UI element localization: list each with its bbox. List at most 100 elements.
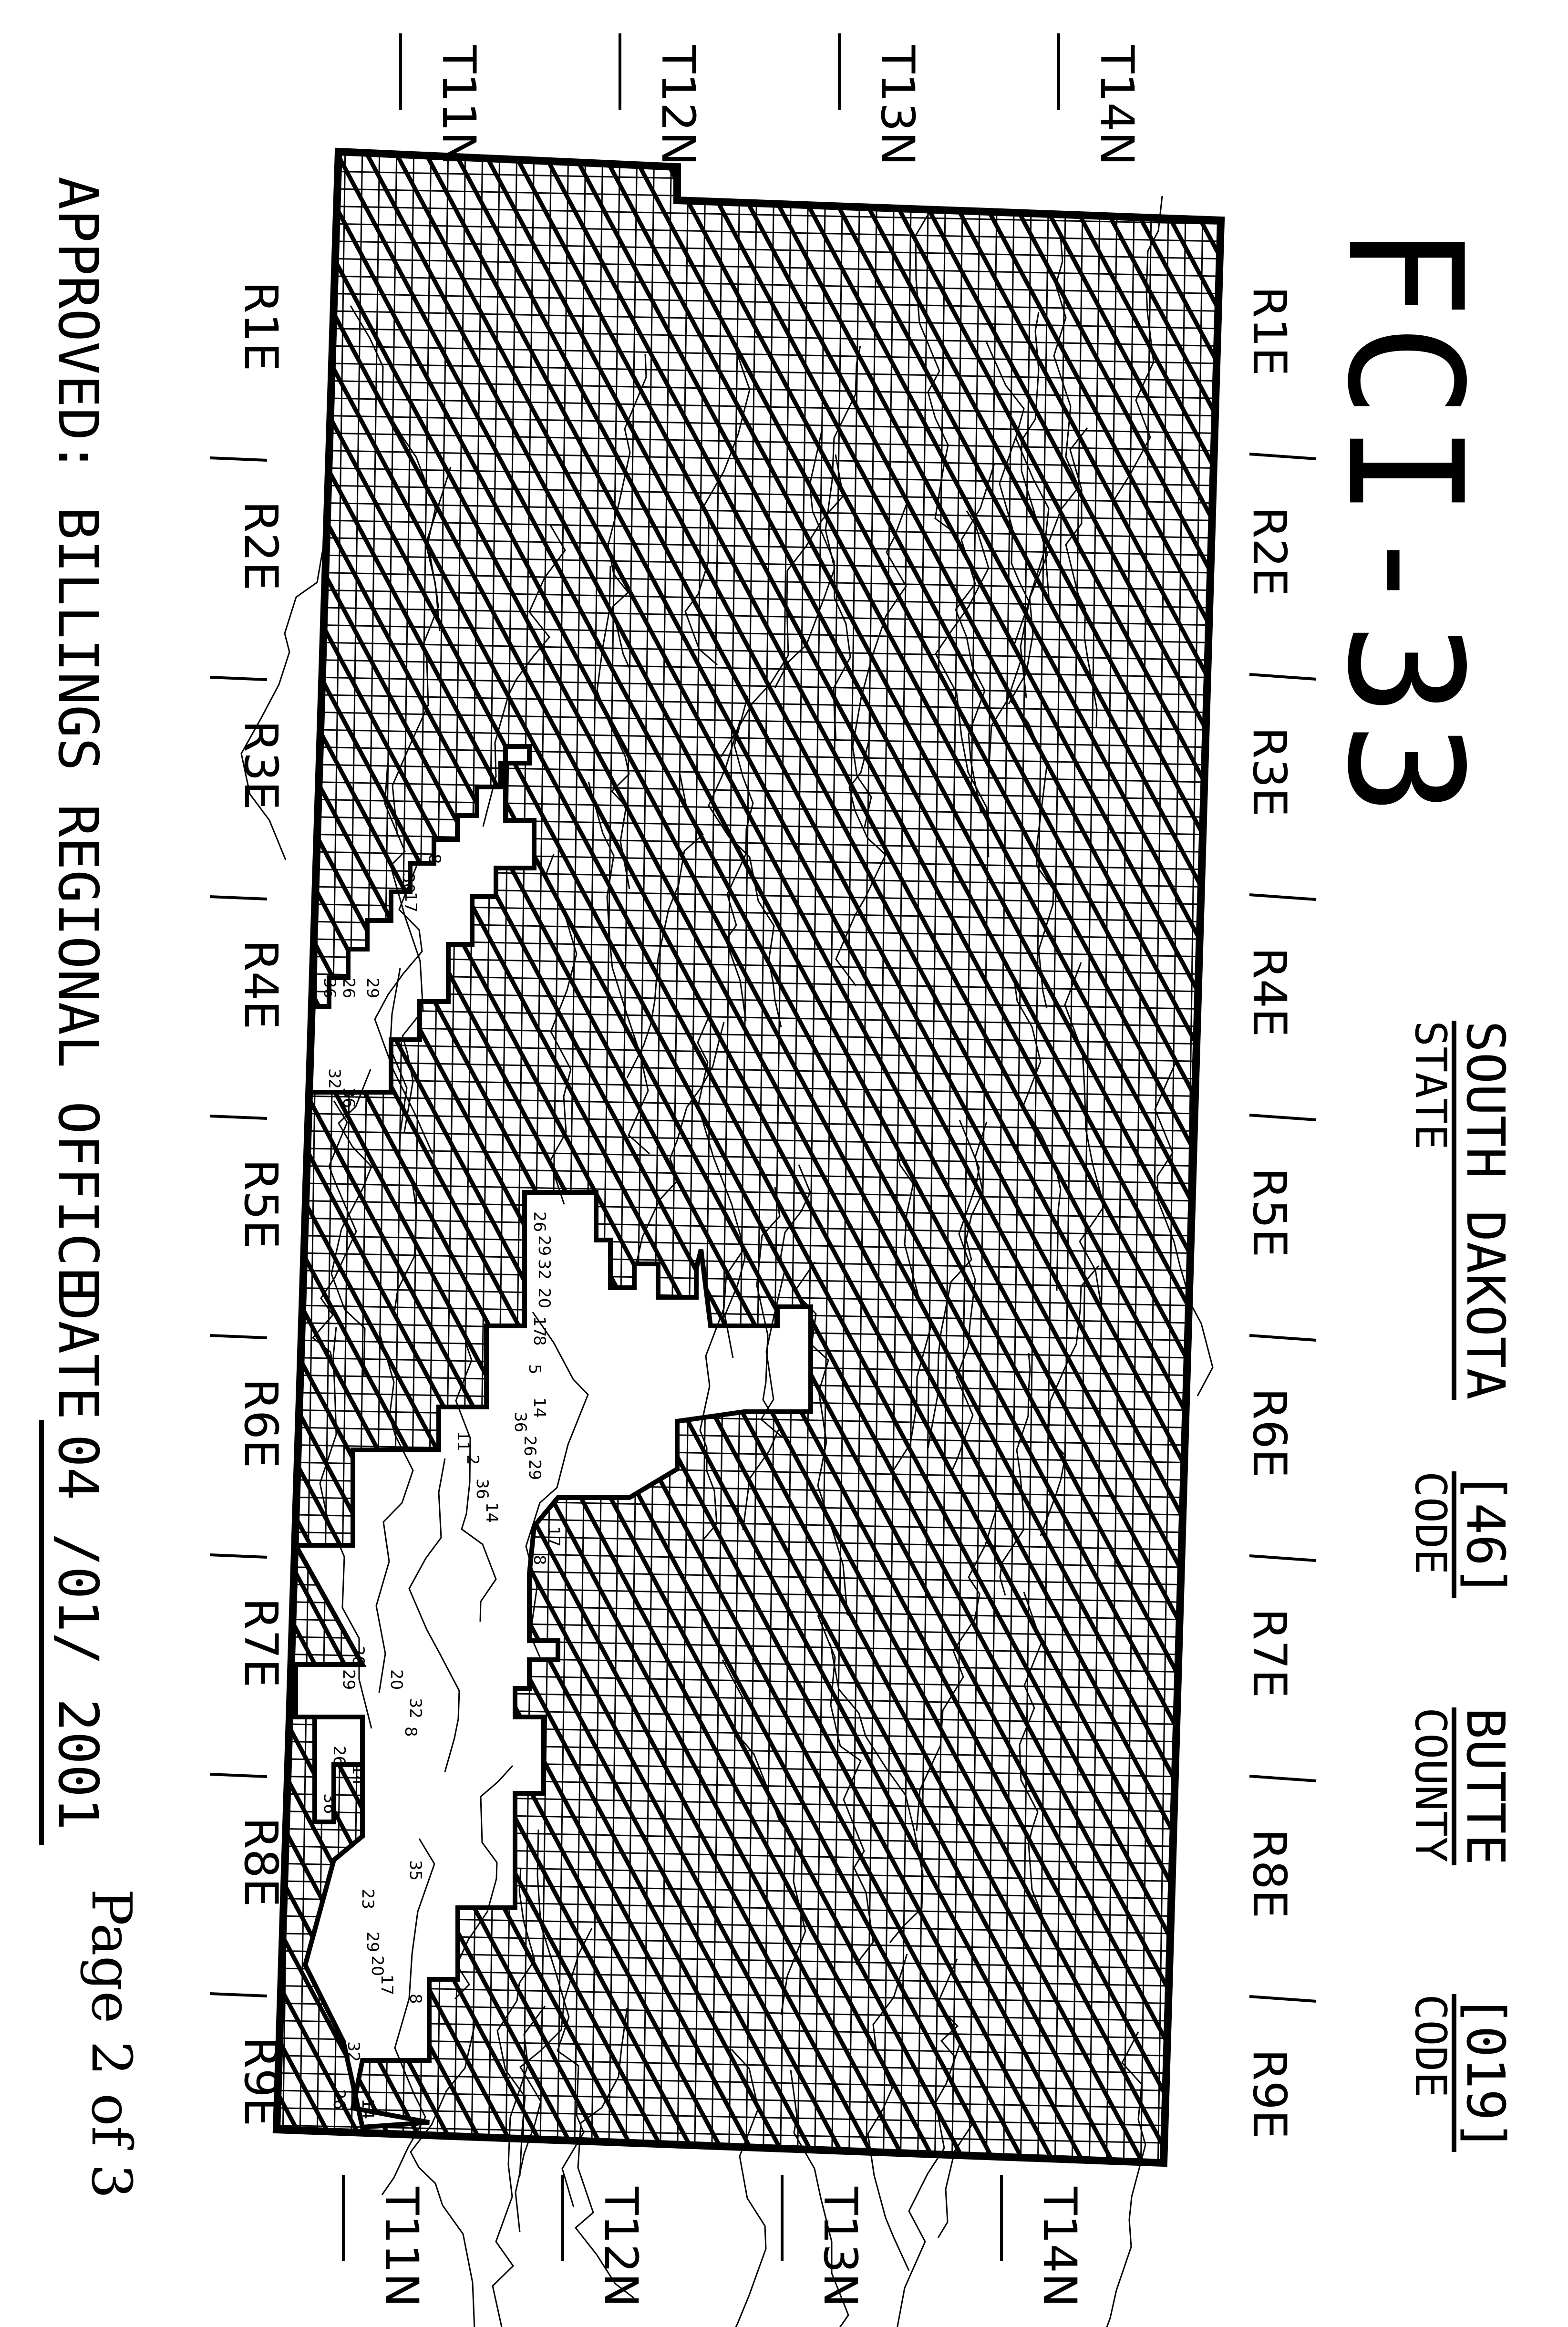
hatch-line <box>277 152 1157 2163</box>
grid-line <box>745 152 775 2163</box>
stream-line <box>897 2045 960 2327</box>
section-number: 20 <box>368 1955 387 1976</box>
section-number: 14 <box>482 1502 501 1523</box>
county-code-label: CODE <box>1405 1994 1455 2098</box>
stream-line <box>935 510 990 858</box>
hatch-line <box>277 152 1216 2163</box>
section-number: 17 <box>530 1316 549 1337</box>
hatch-line <box>334 152 1221 2163</box>
hatch-line <box>659 152 1221 2163</box>
grid-line <box>277 658 1221 679</box>
stream-line <box>936 1958 973 2238</box>
township-label-top: T13N <box>871 45 924 166</box>
page-number-text: Page 2 of 3 <box>79 1889 143 2199</box>
hatch-line <box>277 152 950 2163</box>
page-number: Page 2 of 3 <box>79 1889 143 2199</box>
stream-line <box>1010 700 1054 1009</box>
grid-line <box>951 152 981 2163</box>
section-number: 8 <box>401 1727 420 1737</box>
stream-line <box>408 1458 460 1772</box>
county-code: [019] <box>1452 1994 1516 2152</box>
grid-line <box>277 501 1221 522</box>
stream-line <box>915 208 955 534</box>
stream-line <box>950 1119 980 1474</box>
stream-line <box>999 1353 1031 1596</box>
stream-line <box>375 1331 414 1693</box>
stream-line <box>699 1251 743 1541</box>
stream-line <box>742 1187 781 1531</box>
section-number: 17 <box>544 1526 563 1547</box>
grid-line <box>277 606 1221 627</box>
hatch-line <box>718 152 1221 2163</box>
hatch-line <box>304 152 1221 2163</box>
hatch-line <box>277 152 920 2163</box>
range-tick <box>1249 1554 1317 1562</box>
hatch-line <box>277 152 832 2163</box>
county-header: BUTTE COUNTY [019] CODE <box>1405 1707 1516 2152</box>
hatch-line <box>836 152 1221 2163</box>
range-tick <box>209 1773 268 1778</box>
grid-line <box>277 588 1221 609</box>
range-tick <box>1249 1775 1317 1782</box>
section-number: 26 <box>530 1211 549 1232</box>
section-number: 36 <box>320 1793 339 1814</box>
stream-line <box>596 566 630 889</box>
range-tick <box>209 895 268 900</box>
grid-line <box>277 221 1221 242</box>
stream-line <box>607 353 647 670</box>
stream-line <box>240 529 327 860</box>
stream-line <box>545 854 578 1205</box>
grid-line <box>865 152 896 2163</box>
range-tick <box>209 1992 268 1997</box>
hatch-line <box>748 152 1221 2163</box>
stream-line <box>319 1326 372 1729</box>
stream-line <box>381 1838 435 2195</box>
range-label-left: R8E <box>234 1817 288 1907</box>
stream-line <box>892 1140 932 1472</box>
range-tick <box>1249 893 1317 901</box>
stream-line <box>722 1659 806 2015</box>
stream-line <box>515 1928 593 2233</box>
range-tick <box>209 1553 268 1559</box>
range-label-right: R4E <box>1243 947 1296 1037</box>
stream-line <box>525 1312 589 1660</box>
grid-line <box>277 1164 1221 1185</box>
grid-line <box>277 1059 1221 1080</box>
range-label-right: R8E <box>1243 1829 1296 1919</box>
range-label-left: R9E <box>234 2037 288 2127</box>
stream-line <box>817 1615 874 1965</box>
stream-line <box>720 454 844 757</box>
section-number: 32 <box>406 1698 425 1718</box>
form-title-text: FCI-33 <box>1313 224 1496 822</box>
grid-line <box>522 152 552 2163</box>
section-number: 30 <box>349 1645 368 1666</box>
state-label: STATE <box>1405 1021 1455 1150</box>
county-label: COUNTY <box>1405 1707 1455 1863</box>
grid-line <box>556 152 587 2163</box>
section-number: 17 <box>377 1975 396 1995</box>
grid-line <box>762 152 793 2163</box>
hatch-line <box>452 152 1221 2163</box>
hatch-line <box>1014 152 1221 2163</box>
stream-line <box>867 1954 910 2271</box>
range-tick <box>1249 1114 1317 1121</box>
grid-line <box>316 152 346 2163</box>
stream-line <box>985 340 1050 704</box>
hatch-line <box>1548 95 1568 2242</box>
grid-line <box>1088 152 1119 2163</box>
stream-line <box>1154 1062 1214 1396</box>
approved-text: APPROVED: BILLINGS REGIONAL OFFICE <box>46 176 110 1300</box>
section-number: 2 <box>463 1455 482 1465</box>
stream-line <box>536 1829 585 2208</box>
hatch-line <box>277 152 1068 2163</box>
hatch-line <box>689 152 1221 2163</box>
hatch-line <box>363 152 1221 2163</box>
grid-line <box>277 1112 1221 1133</box>
grid-line <box>277 257 1221 278</box>
grid-line <box>779 152 810 2163</box>
section-number: 20 <box>387 1669 406 1690</box>
stream-line <box>684 339 751 666</box>
date-label: DATE <box>46 1288 110 1420</box>
section-number: 36 <box>339 1087 358 1108</box>
